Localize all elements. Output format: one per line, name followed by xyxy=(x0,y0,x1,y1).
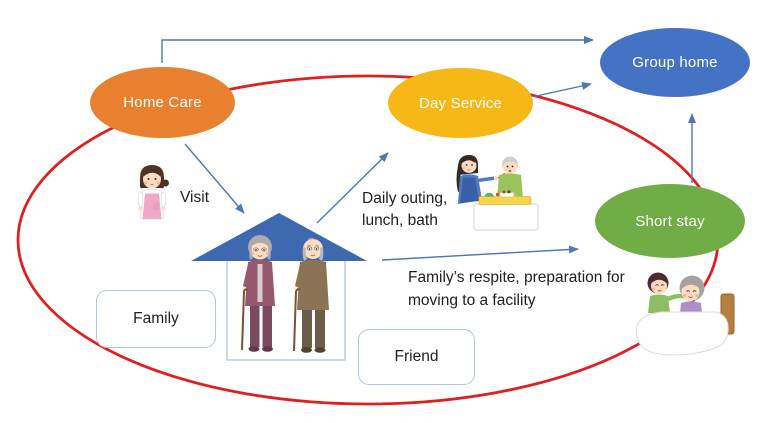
elderly-couple-illustration xyxy=(241,235,329,353)
box-friend: Friend xyxy=(358,329,475,385)
node-day-service-label: Day Service xyxy=(418,94,503,112)
caregiver-feeding-elderly-man xyxy=(456,155,539,231)
home-helper xyxy=(137,165,169,220)
short-stay-bed-illustration xyxy=(635,272,735,356)
node-home-care-label: Home Care xyxy=(123,94,202,111)
box-friend-label: Friend xyxy=(394,348,439,365)
arrow-day-service-to-group-home xyxy=(533,82,592,98)
node-short-stay-label: Short stay xyxy=(635,212,705,230)
day-service-meal-illustration xyxy=(456,155,539,231)
caregiver-with-elderly-woman-in-bed xyxy=(635,272,735,356)
label-respite: Family’s respite, preparation for moving… xyxy=(408,269,625,309)
home-helper-illustration xyxy=(137,165,169,220)
arrow-home-care-to-group-home xyxy=(161,36,594,63)
node-day-service: Day Service xyxy=(388,68,533,138)
arrow-house-to-short-stay xyxy=(381,245,579,261)
node-group-home: Group home xyxy=(600,28,750,97)
box-family: Family xyxy=(96,290,216,348)
arrow-house-to-day-service xyxy=(316,152,389,224)
label-daily-outing: Daily outing, lunch, bath xyxy=(362,190,448,229)
node-group-home-label: Group home xyxy=(632,54,718,71)
label-visit: Visit xyxy=(180,189,210,206)
box-family-label: Family xyxy=(133,310,179,327)
arrow-home-care-to-house xyxy=(184,143,245,214)
elderly-couple-with-canes xyxy=(241,235,329,353)
node-home-care: Home Care xyxy=(90,67,235,138)
node-short-stay: Short stay xyxy=(595,184,745,258)
